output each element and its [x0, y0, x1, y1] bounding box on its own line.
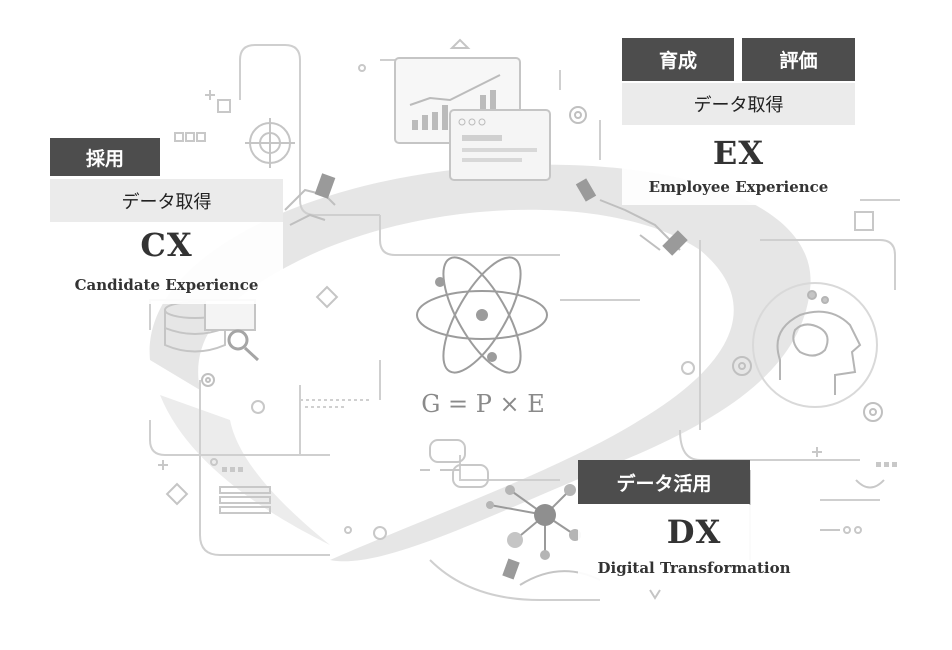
cx-title: CX	[140, 226, 193, 264]
database-icon	[164, 299, 256, 353]
dx-panel	[578, 505, 810, 585]
browser-window-icon	[449, 109, 551, 181]
ex-subtitle: Employee Experience	[648, 178, 829, 196]
ex-tag-2: 評価	[742, 38, 855, 81]
swoosh-band-2	[160, 395, 330, 545]
ex-sub-label: データ取得	[622, 83, 855, 125]
dx-subtitle: Digital Transformation	[597, 559, 791, 577]
hand-icon	[575, 178, 688, 256]
brain-head-icon	[752, 282, 878, 408]
cx-tag: 採用	[50, 138, 160, 176]
formula-label: G = P × E	[421, 390, 545, 418]
handshake-icon	[284, 173, 336, 226]
dx-tag: データ活用	[578, 460, 750, 504]
ex-panel	[622, 125, 855, 205]
network-icon	[486, 484, 601, 586]
ex-tag-1: 育成	[622, 38, 734, 81]
cx-panel	[50, 222, 283, 304]
diamond-icon	[165, 285, 339, 506]
magnifier-icon	[227, 329, 260, 362]
cx-subtitle: Candidate Experience	[74, 276, 259, 294]
target-icon	[245, 118, 295, 168]
dx-title: DX	[666, 513, 722, 551]
atom-icon	[416, 256, 548, 374]
cx-sub-label: データ取得	[50, 179, 283, 222]
gear-icon	[201, 106, 883, 422]
ex-title: EX	[712, 134, 765, 172]
